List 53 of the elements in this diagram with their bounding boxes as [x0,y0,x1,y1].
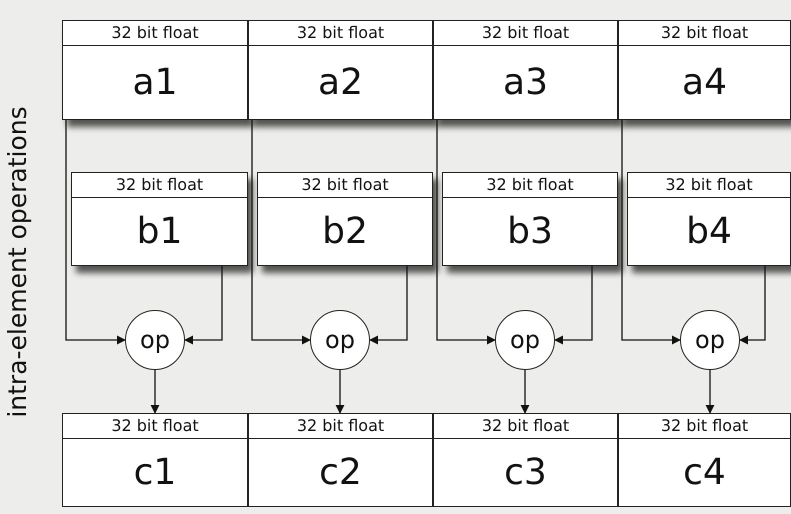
register-cell [62,413,248,507]
element-label: a3 [502,61,549,105]
element-label: b4 [685,210,733,254]
element-label: b2 [321,210,369,254]
element-label: c1 [132,451,178,495]
arrow [336,370,344,414]
register-cell [618,413,791,507]
register-cell [62,20,248,120]
register-cell [618,20,791,120]
element-label: c2 [318,451,363,495]
arrow [706,370,714,414]
register-cell [257,172,433,266]
arrow [369,266,408,344]
operation-circle: op [680,310,740,370]
element-label: c4 [682,451,727,495]
element-label: b1 [136,210,184,254]
type-label: 32 bit float [628,173,790,198]
arrow [621,120,681,344]
arrow [436,120,496,344]
arrow [251,120,311,344]
element-label: b3 [506,210,554,254]
register-cell [627,172,791,266]
register-cell [71,172,248,266]
side-label: intra-element operations [3,105,33,420]
arrow [184,266,223,344]
type-label: 32 bit float [72,173,247,198]
type-label: 32 bit float [434,21,617,46]
type-label: 32 bit float [619,414,790,439]
element-label: a4 [681,61,728,105]
arrow [739,266,766,344]
arrow [554,266,593,344]
register-cell [433,20,618,120]
type-label: 32 bit float [63,21,247,46]
register-cell [433,413,618,507]
element-label: a1 [132,61,178,105]
type-label: 32 bit float [258,173,432,198]
element-label: a2 [317,61,364,105]
operation-circle: op [310,310,370,370]
type-label: 32 bit float [619,21,790,46]
register-cell [248,413,433,507]
type-label: 32 bit float [249,21,432,46]
element-label: c3 [503,451,548,495]
register-cell [248,20,433,120]
type-label: 32 bit float [443,173,617,198]
arrow [150,370,160,414]
type-label: 32 bit float [434,414,617,439]
register-cell [442,172,618,266]
operation-circle: op [125,310,185,370]
arrow [65,120,126,344]
arrow [520,370,530,414]
operation-circle: op [495,310,555,370]
type-label: 32 bit float [249,414,432,439]
type-label: 32 bit float [63,414,247,439]
